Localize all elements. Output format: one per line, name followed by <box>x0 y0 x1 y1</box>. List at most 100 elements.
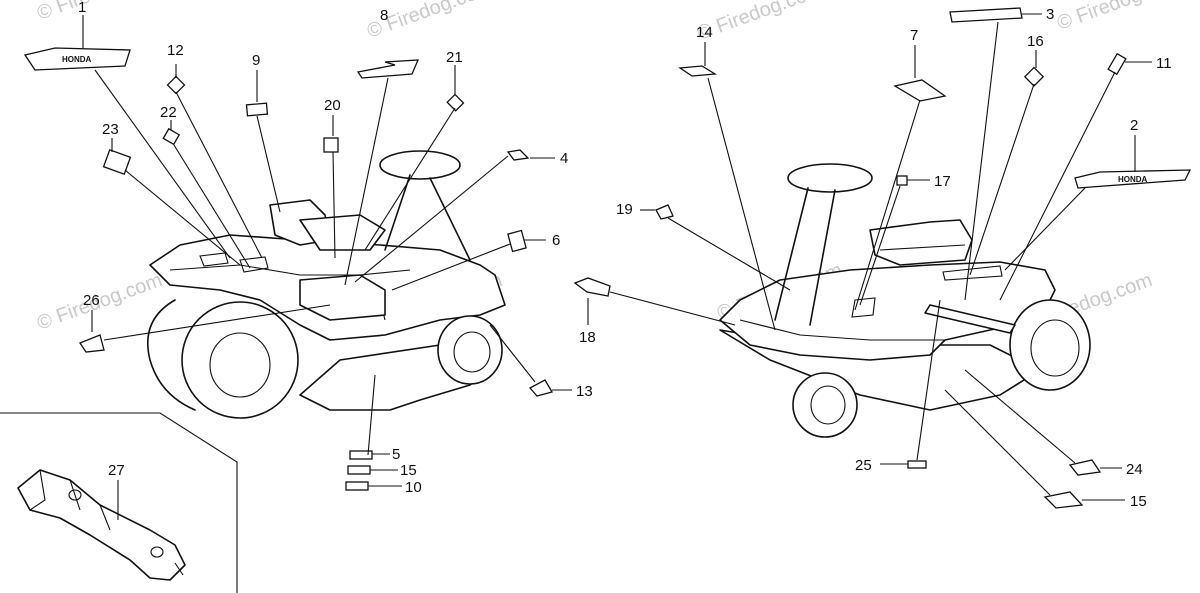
left-decals: HONDA <box>23 47 553 491</box>
callout-22: 22 <box>160 104 177 121</box>
callout-23: 23 <box>102 121 119 138</box>
leader-line <box>173 144 251 269</box>
callout-27: 27 <box>108 462 125 479</box>
decal-24 <box>1068 459 1102 476</box>
callout-21: 21 <box>446 49 463 66</box>
callout-24: 24 <box>1126 461 1143 478</box>
right-steering-column <box>809 189 836 326</box>
callout-7: 7 <box>910 27 918 44</box>
decal-outline <box>851 297 876 318</box>
decal-12 <box>166 75 186 95</box>
callout-13: 13 <box>576 383 593 400</box>
inset-border <box>0 412 238 593</box>
tool-27-hole <box>150 546 164 558</box>
leader-line <box>175 91 263 259</box>
decal-4 <box>506 149 530 161</box>
callout-15-right: 15 <box>1130 493 1147 510</box>
callout-15-left: 15 <box>400 462 417 479</box>
right-mower <box>719 163 1091 438</box>
tool-27-detail <box>29 469 46 511</box>
left-steering-column <box>384 174 411 251</box>
left-steering-wheel <box>379 150 461 180</box>
decal-15-right <box>1043 491 1084 509</box>
leader-line <box>707 77 776 331</box>
tool-27-end <box>174 562 184 576</box>
left-mower <box>146 150 506 419</box>
callout-17: 17 <box>934 173 951 190</box>
tool-27-detail <box>99 504 111 531</box>
right-body-line <box>739 319 945 341</box>
leader-line <box>256 115 281 213</box>
callout-11: 11 <box>1156 55 1172 72</box>
leader-line <box>964 369 1076 464</box>
decal-26 <box>79 334 105 353</box>
decal-23 <box>102 148 132 176</box>
tool-inset: 27 <box>0 412 238 593</box>
left-front-wheel <box>437 315 503 385</box>
leader-line <box>391 243 511 291</box>
left-rear-hub <box>209 332 271 398</box>
callout-8: 8 <box>380 7 388 24</box>
right-leaders <box>587 13 1152 501</box>
right-callouts: 3 14 7 16 11 2 17 19 18 24 15 25 <box>579 6 1172 510</box>
callout-16: 16 <box>1027 33 1044 50</box>
leader-line <box>667 217 791 291</box>
leader-line <box>964 21 999 301</box>
right-front-hub <box>810 385 846 425</box>
leader-line <box>944 389 1051 496</box>
decal-9 <box>245 102 269 117</box>
callout-9: 9 <box>252 52 260 69</box>
leader-line <box>94 69 231 259</box>
callout-26: 26 <box>83 292 100 309</box>
right-steering-wheel <box>787 163 873 193</box>
callout-20: 20 <box>324 97 341 114</box>
leader-line <box>103 304 331 341</box>
decal-brand-text: HONDA <box>1118 175 1148 184</box>
decal-3 <box>949 7 1023 23</box>
right-rear-rail <box>924 304 1016 334</box>
decal-7 <box>893 79 947 102</box>
tool-27-hole <box>68 489 82 501</box>
callout-19: 19 <box>616 201 633 218</box>
decal-outline <box>239 256 269 273</box>
left-seat-base <box>299 214 386 251</box>
leader-line <box>332 151 336 259</box>
leader-line <box>344 77 389 286</box>
callout-6: 6 <box>552 232 560 249</box>
callout-25: 25 <box>855 457 872 474</box>
leader-line <box>489 324 536 383</box>
leader-line <box>354 155 509 283</box>
callout-3: 3 <box>1046 6 1054 23</box>
decal-21 <box>446 93 465 112</box>
callout-5: 5 <box>392 446 400 463</box>
decal-5 <box>349 450 373 460</box>
left-steering-column <box>429 177 471 261</box>
decal-17 <box>896 175 908 186</box>
decal-20 <box>323 137 339 153</box>
leader-line <box>367 374 376 456</box>
decal-honda-plate-1 <box>23 47 131 71</box>
callout-18: 18 <box>579 329 596 346</box>
decal-outline <box>942 265 1003 281</box>
left-front-block <box>299 274 386 321</box>
right-decals: HONDA <box>573 7 1192 509</box>
right-steering-column <box>774 187 809 321</box>
leader-line <box>999 71 1116 301</box>
callout-10: 10 <box>405 479 422 496</box>
callout-2: 2 <box>1130 117 1138 134</box>
decal-brand-text: HONDA <box>62 55 92 64</box>
watermark: © Firedog.com <box>34 269 165 335</box>
callout-12: 12 <box>167 42 184 59</box>
decal-22 <box>162 127 181 146</box>
watermark: © Firedog.com <box>694 0 825 45</box>
left-rear-tire-side <box>146 299 196 411</box>
left-hood-line <box>169 264 411 276</box>
tool-27-detail <box>69 479 81 511</box>
decal-14 <box>678 65 718 77</box>
decal-25 <box>907 460 927 469</box>
tool-27 <box>17 469 186 581</box>
right-front-wheel <box>792 372 858 438</box>
decal-outline <box>199 252 229 267</box>
decal-13 <box>528 379 553 397</box>
